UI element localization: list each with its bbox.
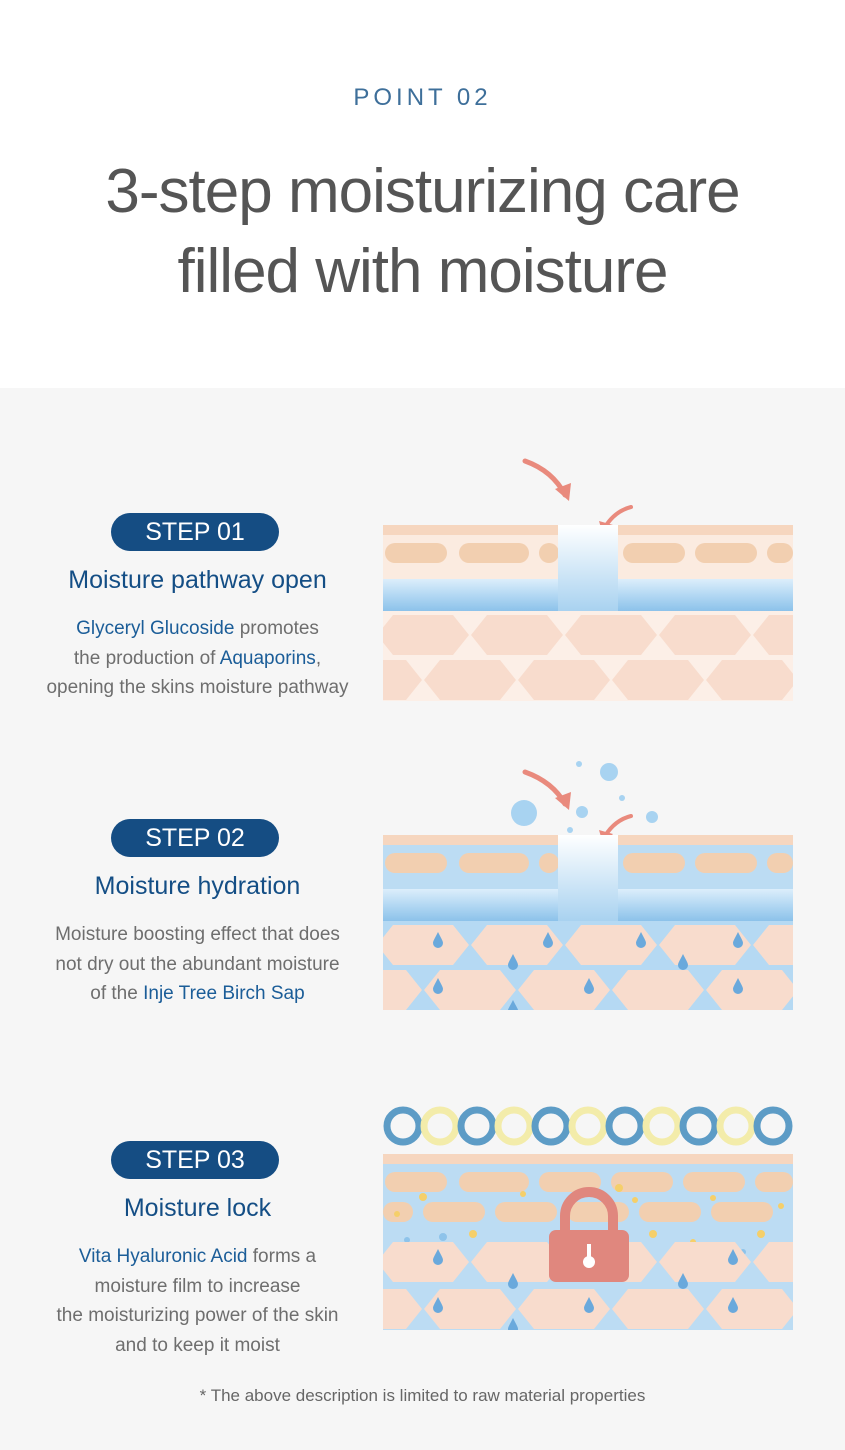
desc-text: of the (90, 983, 144, 1004)
skin-illustration-hydration (383, 761, 793, 1010)
step-badge-01: STEP 01 (111, 513, 279, 551)
step-title-02: Moisture hydration (94, 872, 301, 900)
step-desc-03: Vita Hyaluronic Acid forms a moisture fi… (0, 1242, 395, 1360)
water-drop-icon (433, 932, 743, 1010)
water-drop-icon (433, 1249, 738, 1330)
desc-text: the moisturizing power of the skin (56, 1305, 339, 1326)
desc-line: Glyceryl Glucoside promotes (0, 614, 395, 644)
desc-line: opening the skins moisture pathway (0, 673, 395, 703)
desc-line: and to keep it moist (0, 1331, 395, 1361)
page-title: 3-step moisturizing care filled with moi… (0, 152, 845, 312)
desc-text: the production of (73, 647, 220, 669)
step-desc-02: Moisture boosting effect that does not d… (0, 920, 395, 1009)
lock-icon (549, 1187, 629, 1282)
arrow-icon (555, 483, 571, 501)
desc-text: not dry out the abundant moisture (55, 953, 340, 975)
desc-line: Moisture boosting effect that does (0, 920, 395, 950)
footnote: * The above description is limited to ra… (199, 1386, 646, 1405)
step-title-03: Moisture lock (123, 1194, 272, 1222)
highlight-text: Inje Tree Birch Sap (143, 983, 305, 1004)
desc-line: the production of Aquaporins, (0, 644, 395, 674)
skin-illustration-lock (383, 1106, 793, 1330)
skin-illustration-pathway (383, 458, 793, 701)
desc-line: Vita Hyaluronic Acid forms a (0, 1242, 395, 1272)
desc-text: and to keep it moist (115, 1334, 280, 1356)
desc-line: of the Inje Tree Birch Sap (0, 979, 395, 1009)
point-label: POINT 02 (353, 84, 492, 111)
desc-text: , (315, 647, 322, 669)
step-badge-03: STEP 03 (111, 1141, 279, 1179)
moisture-film-rings (383, 1106, 793, 1146)
bubble-icon (511, 761, 658, 879)
title-line-1: 3-step moisturizing care (105, 157, 740, 226)
header-section: POINT 02 3-step moisturizing care filled… (0, 0, 845, 388)
desc-line: not dry out the abundant moisture (0, 950, 395, 980)
highlight-text: Aquaporins (219, 647, 316, 669)
highlight-text: Vita Hyaluronic Acid (78, 1246, 248, 1267)
title-line-2: filled with moisture (177, 237, 669, 306)
step-badge-02: STEP 02 (111, 819, 279, 857)
desc-text: Moisture boosting effect that does (55, 924, 340, 945)
highlight-text: Glyceryl Glucoside (76, 618, 235, 639)
desc-text: forms a (247, 1246, 317, 1267)
desc-text: promotes (234, 618, 319, 639)
desc-text: opening the skins moisture pathway (46, 677, 349, 698)
desc-line: the moisturizing power of the skin (0, 1301, 395, 1331)
step-title-01: Moisture pathway open (68, 566, 327, 594)
desc-text: moisture film to increase (94, 1275, 301, 1297)
arrow-icon (555, 792, 571, 810)
step-desc-01: Glyceryl Glucoside promotes the producti… (0, 614, 395, 703)
desc-line: moisture film to increase (0, 1272, 395, 1302)
